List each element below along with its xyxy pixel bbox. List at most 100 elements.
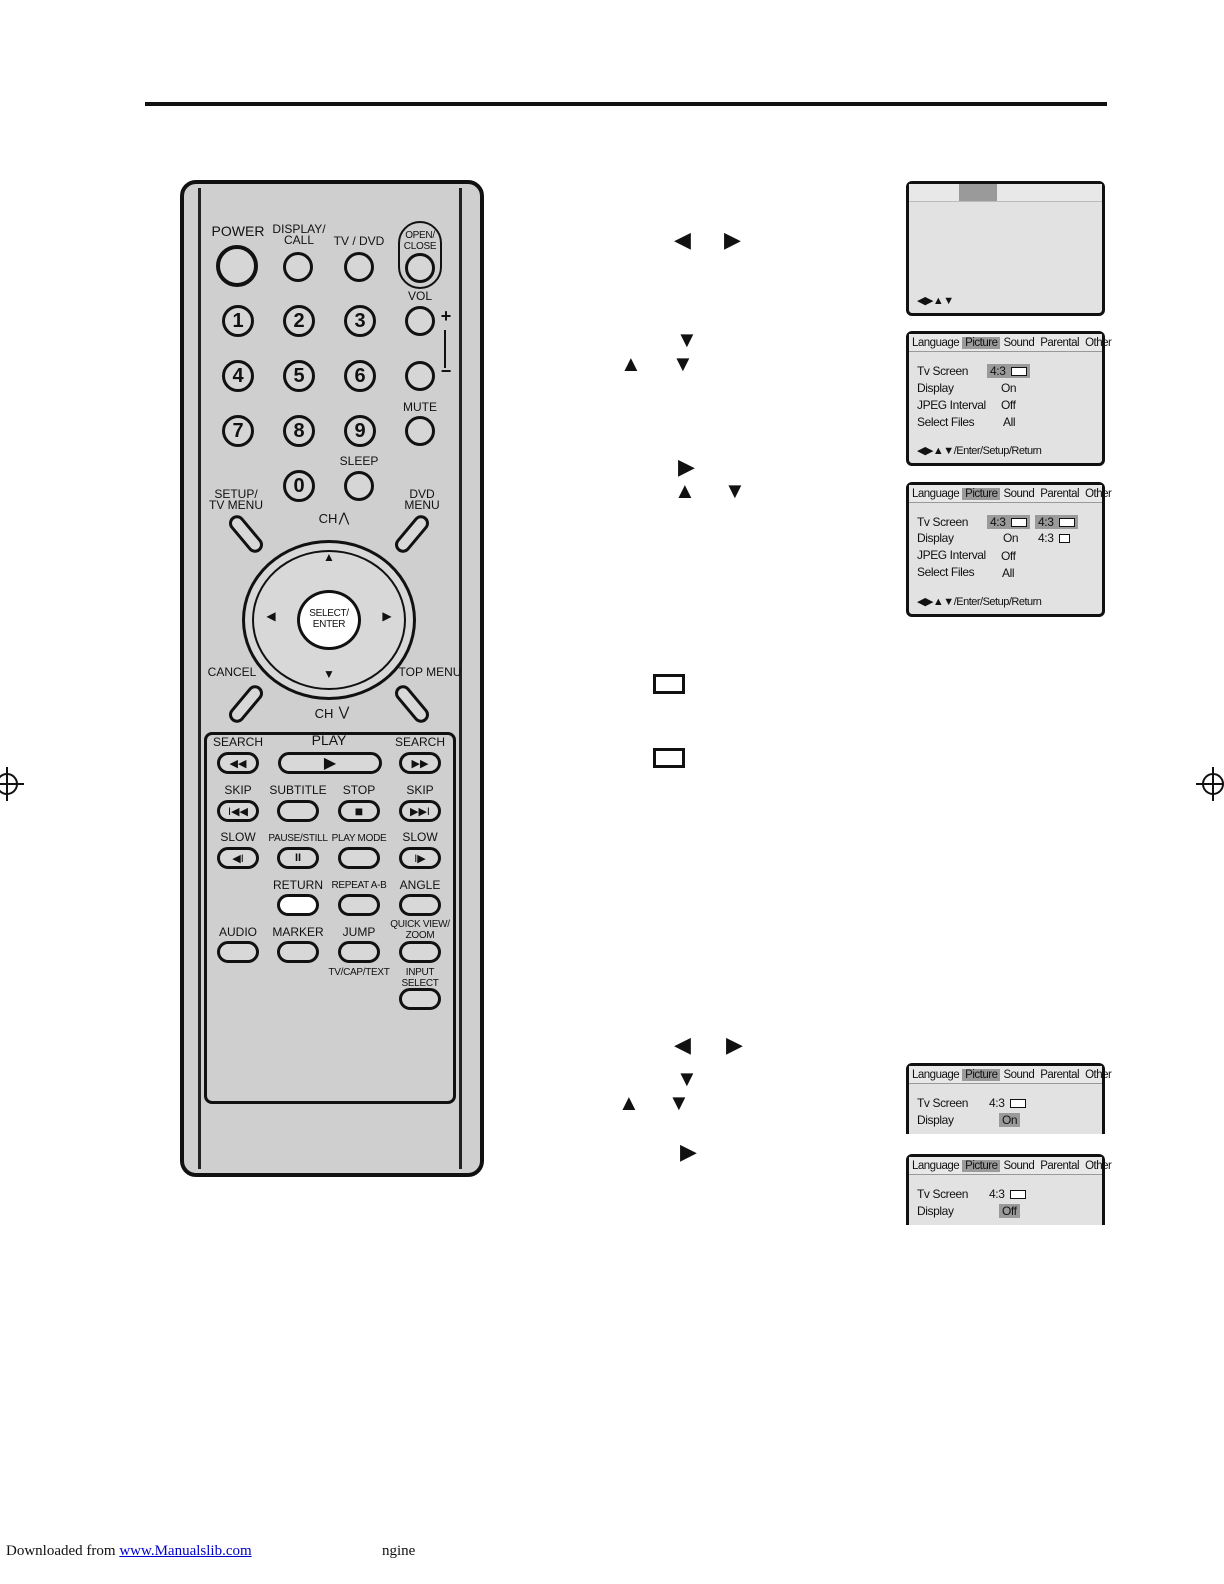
slow-forward-button[interactable]: I▶ <box>399 847 441 869</box>
osd-blank-tab-bar <box>909 184 1102 202</box>
number-0-button[interactable]: 0 <box>283 470 315 502</box>
play-mode-button[interactable] <box>338 847 380 869</box>
sleep-label: SLEEP <box>339 454 379 468</box>
top-menu-label: TOP MENU <box>398 665 462 679</box>
number-6-button[interactable]: 6 <box>344 360 376 392</box>
stop-button[interactable]: ■ <box>338 800 380 822</box>
skip-back-button[interactable]: I◀◀ <box>217 800 259 822</box>
ch-up-label: CH <box>318 511 338 526</box>
dpad-up-arrow-icon[interactable]: ▲ <box>323 550 335 564</box>
setup-tv-menu-label: SETUP/ TV MENU <box>209 487 263 512</box>
osd4-row-display: Display <box>917 1113 954 1127</box>
osd5-value-tv-screen: 4:3 <box>989 1187 1027 1201</box>
wide-screen-icon <box>1011 367 1028 377</box>
registration-mark-right-icon <box>1196 767 1224 801</box>
search-back-label: SEARCH <box>212 735 264 749</box>
step6-left-arrow-icon: ◀ <box>674 1032 691 1057</box>
angle-button[interactable] <box>399 894 441 916</box>
osd3-option-normal[interactable]: 4:3 <box>1038 531 1071 545</box>
osd3-row-jpeg: JPEG Interval <box>917 548 986 562</box>
wide-screen-icon <box>1059 518 1076 528</box>
osd3-row-display: Display <box>917 531 954 545</box>
step8-up-arrow-icon: ▲ <box>618 1090 640 1115</box>
number-5-button[interactable]: 5 <box>283 360 315 392</box>
skip-forward-button[interactable]: ▶▶I <box>399 800 441 822</box>
play-button[interactable]: ▶ <box>278 752 382 774</box>
osd3-tab-other: Other <box>1085 487 1112 500</box>
subtitle-label: SUBTITLE <box>269 783 327 797</box>
tv-dvd-label: TV / DVD <box>333 234 385 248</box>
input-select-button[interactable] <box>399 988 441 1010</box>
tv-dvd-button[interactable] <box>344 252 374 282</box>
sleep-button[interactable] <box>344 471 374 501</box>
transport-panel <box>204 732 456 1104</box>
osd2-value-display: On <box>1001 381 1017 395</box>
select-enter-button[interactable] <box>297 590 361 650</box>
osd2-tab-bar: Language Picture Sound Parental Other <box>909 334 1112 352</box>
pause-still-button[interactable]: II <box>277 847 319 869</box>
pause-still-label: PAUSE/STILL <box>268 833 328 844</box>
search-back-button[interactable]: ◀◀ <box>217 752 259 774</box>
osd3-option-wide[interactable]: 4:3 <box>1035 515 1079 529</box>
return-button[interactable] <box>277 894 319 916</box>
osd-display-off: Language Picture Sound Parental Other Tv… <box>906 1154 1112 1225</box>
osd5-tab-sound: Sound <box>1003 1159 1035 1172</box>
number-8-button[interactable]: 8 <box>283 415 315 447</box>
osd3-footer: ◀▶▲▼/Enter/Setup/Return <box>917 596 1042 608</box>
wide-screen-icon <box>1010 1099 1027 1109</box>
osd4-tab-language: Language <box>912 1068 960 1081</box>
search-forward-button[interactable]: ▶▶ <box>399 752 441 774</box>
dpad-right-arrow-icon[interactable]: ▶ <box>382 609 392 623</box>
dpad-left-arrow-icon[interactable]: ◀ <box>266 609 276 623</box>
subtitle-button[interactable] <box>277 800 319 822</box>
mute-button[interactable] <box>405 416 435 446</box>
quick-view-zoom-label: QUICK VIEW/ ZOOM <box>390 919 450 941</box>
power-button[interactable] <box>216 245 258 287</box>
osd-picture-menu-options: Language Picture Sound Parental Other Tv… <box>906 482 1112 617</box>
open-close-button[interactable] <box>405 253 435 283</box>
quick-view-zoom-button[interactable] <box>399 941 441 963</box>
osd5-tab-bar: Language Picture Sound Parental Other <box>909 1157 1112 1175</box>
osd-display-on: Language Picture Sound Parental Other Tv… <box>906 1063 1112 1134</box>
vol-up-button[interactable] <box>405 306 435 336</box>
osd3-value-jpeg: Off <box>1001 549 1016 563</box>
skip-forward-label: SKIP <box>406 783 434 797</box>
repeat-ab-button[interactable] <box>338 894 380 916</box>
osd3-tab-picture: Picture <box>962 487 1001 500</box>
number-2-button[interactable]: 2 <box>283 305 315 337</box>
number-4-button[interactable]: 4 <box>222 360 254 392</box>
stop-label: STOP <box>342 783 376 797</box>
number-3-button[interactable]: 3 <box>344 305 376 337</box>
slow-back-button[interactable]: ◀I <box>217 847 259 869</box>
audio-button[interactable] <box>217 941 259 963</box>
step1-left-arrow-icon: ◀ <box>674 227 691 252</box>
osd2-footer: ◀▶▲▼/Enter/Setup/Return <box>917 445 1042 457</box>
download-footer: Downloaded from www.Manualslib.com ngine <box>6 1543 415 1560</box>
osd2-tab-language: Language <box>912 336 960 349</box>
power-label: POWER <box>211 223 265 239</box>
osd4-tab-picture: Picture <box>962 1068 1001 1081</box>
step6-right-arrow-icon: ▶ <box>726 1032 743 1057</box>
vol-down-button[interactable] <box>405 361 435 391</box>
vol-minus-sign: − <box>440 361 452 381</box>
osd3-value-select-files: All <box>1002 566 1015 580</box>
number-9-button[interactable]: 9 <box>344 415 376 447</box>
osd5-tab-language: Language <box>912 1159 960 1172</box>
dpad-down-arrow-icon[interactable]: ▼ <box>323 667 335 681</box>
footer-prefix: Downloaded from <box>6 1543 120 1559</box>
wide-screen-aspect-icon <box>653 674 685 694</box>
display-call-button[interactable] <box>283 252 313 282</box>
tv-cap-text-label: TV/CAP/TEXT <box>328 967 390 978</box>
number-7-button[interactable]: 7 <box>222 415 254 447</box>
step9-right-arrow-icon: ▶ <box>680 1139 697 1164</box>
number-1-button[interactable]: 1 <box>222 305 254 337</box>
manualslib-link[interactable]: www.Manualslib.com <box>119 1543 252 1559</box>
jump-button[interactable] <box>338 941 380 963</box>
input-select-label: INPUT SELECT <box>401 967 439 989</box>
osd-setup-blank: ◀▶▲▼ <box>906 181 1105 316</box>
top-rule <box>145 102 1107 106</box>
repeat-ab-label: REPEAT A-B <box>331 880 387 891</box>
marker-button[interactable] <box>277 941 319 963</box>
osd-picture-menu: Language Picture Sound Parental Other Tv… <box>906 331 1112 466</box>
osd3-value-display: On <box>1003 531 1019 545</box>
